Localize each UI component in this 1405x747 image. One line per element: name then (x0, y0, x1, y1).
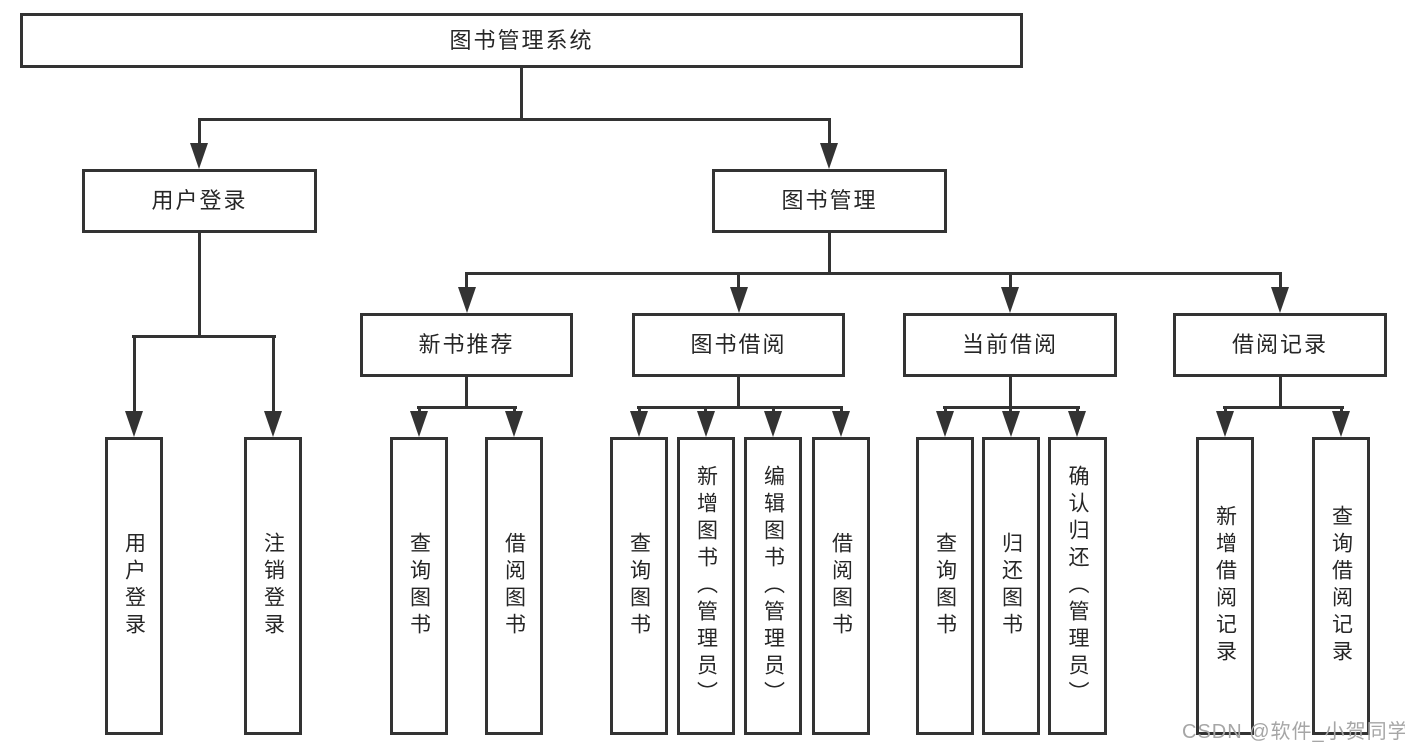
connector-vline (198, 233, 201, 337)
connector-vline (1279, 377, 1282, 409)
arrow-down-icon (458, 287, 476, 313)
leaf-label: 编辑图书（管理员） (761, 464, 785, 708)
leaf-label: 归还图书 (999, 532, 1023, 640)
leaf-add-borrow-record: 新增借阅记录 (1196, 437, 1254, 735)
leaf-label: 查询图书 (627, 532, 651, 640)
leaf-label: 查询图书 (407, 532, 431, 640)
node-book-management: 图书管理 (712, 169, 947, 233)
leaf-return-book: 归还图书 (982, 437, 1040, 735)
leaf-borrow-books: 借阅图书 (812, 437, 870, 735)
arrow-down-icon (820, 143, 838, 169)
connector-vline (520, 68, 523, 121)
arrow-down-icon (1002, 411, 1020, 437)
leaf-query-borrow-record: 查询借阅记录 (1312, 437, 1370, 735)
arrow-down-icon (125, 411, 143, 437)
leaf-label: 注销登录 (261, 532, 285, 640)
connector-vline (1009, 377, 1012, 409)
connector-vline (1009, 272, 1012, 290)
watermark: CSDN @软件_小贺同学 (1182, 721, 1405, 743)
connector-vline (737, 377, 740, 409)
connector-vline (272, 335, 275, 415)
leaf-label: 新增图书（管理员） (694, 464, 718, 708)
leaf-query-books-current: 查询图书 (916, 437, 974, 735)
connector-hline (417, 406, 517, 409)
leaf-label: 查询图书 (933, 532, 957, 640)
connector-hline (198, 118, 831, 121)
leaf-label: 用户登录 (122, 532, 146, 640)
arrow-down-icon (1271, 287, 1289, 313)
connector-vline (828, 118, 831, 146)
leaf-query-books-borrow: 查询图书 (610, 437, 668, 735)
arrow-down-icon (936, 411, 954, 437)
arrow-down-icon (1068, 411, 1086, 437)
node-library-management-system: 图书管理系统 (20, 13, 1023, 68)
node-label: 新书推荐 (418, 332, 515, 357)
leaf-add-book-admin: 新增图书（管理员） (677, 437, 735, 735)
node-label: 用户登录 (151, 188, 248, 213)
leaf-user-login: 用户登录 (105, 437, 163, 735)
arrow-down-icon (264, 411, 282, 437)
leaf-edit-book-admin: 编辑图书（管理员） (744, 437, 802, 735)
leaf-label: 查询借阅记录 (1329, 505, 1353, 667)
leaf-confirm-return-admin: 确认归还（管理员） (1048, 437, 1107, 735)
arrow-down-icon (832, 411, 850, 437)
leaf-borrow-books-recommend: 借阅图书 (485, 437, 543, 735)
arrow-down-icon (697, 411, 715, 437)
node-book-borrowing: 图书借阅 (632, 313, 845, 377)
connector-hline (1223, 406, 1344, 409)
leaf-label: 借阅图书 (829, 532, 853, 640)
arrow-down-icon (630, 411, 648, 437)
arrow-down-icon (190, 143, 208, 169)
node-current-borrowing: 当前借阅 (903, 313, 1117, 377)
leaf-label: 新增借阅记录 (1213, 505, 1237, 667)
arrow-down-icon (730, 287, 748, 313)
connector-hline (132, 335, 276, 338)
connector-vline (198, 118, 201, 146)
node-user-login: 用户登录 (82, 169, 317, 233)
connector-vline (465, 272, 468, 290)
leaf-label: 借阅图书 (502, 532, 526, 640)
node-borrowing-records: 借阅记录 (1173, 313, 1387, 377)
arrow-down-icon (1001, 287, 1019, 313)
leaf-query-books-recommend: 查询图书 (390, 437, 448, 735)
connector-hline (637, 406, 843, 409)
arrow-down-icon (764, 411, 782, 437)
connector-vline (133, 335, 136, 415)
node-label: 借阅记录 (1231, 332, 1328, 357)
node-label: 图书管理系统 (449, 27, 594, 53)
leaf-label: 确认归还（管理员） (1066, 464, 1089, 708)
arrow-down-icon (1332, 411, 1350, 437)
node-label: 当前借阅 (961, 332, 1058, 357)
arrow-down-icon (505, 411, 523, 437)
connector-vline (828, 233, 831, 275)
node-new-book-recommendation: 新书推荐 (360, 313, 573, 377)
node-label: 图书管理 (781, 188, 878, 213)
leaf-logout: 注销登录 (244, 437, 302, 735)
node-label: 图书借阅 (690, 332, 787, 357)
connector-hline (465, 272, 1282, 275)
arrow-down-icon (1216, 411, 1234, 437)
connector-vline (1279, 272, 1282, 290)
connector-vline (737, 272, 740, 290)
connector-vline (465, 377, 468, 409)
arrow-down-icon (410, 411, 428, 437)
